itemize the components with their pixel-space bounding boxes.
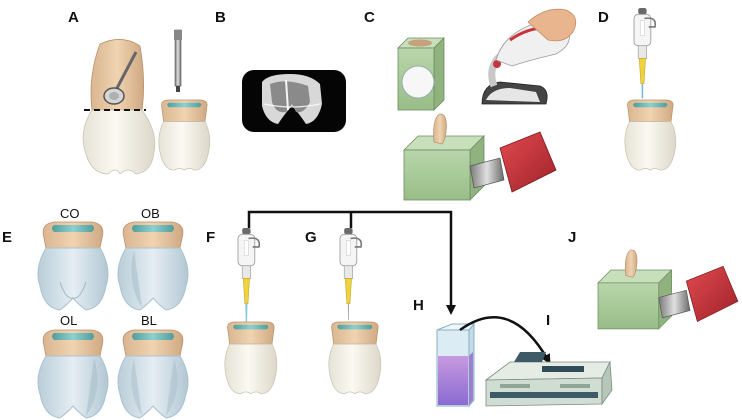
- section-label-ob: OB: [141, 206, 160, 221]
- panel-label-g: G: [305, 229, 317, 246]
- section-ol: [37, 329, 109, 419]
- mould-block: [397, 37, 445, 111]
- flow-connector: [247, 210, 456, 315]
- panel-j-illustration: [597, 249, 739, 330]
- arrow-to-spectrophotometer: [459, 316, 551, 365]
- tooth-prepared-d: [624, 99, 677, 171]
- section-bl: [117, 329, 189, 419]
- panel-f-illustration: [224, 227, 278, 395]
- light-cure-unit-icon: [481, 8, 577, 105]
- panel-label-d: D: [598, 9, 609, 26]
- dental-mirror-icon: [103, 51, 138, 105]
- section-label-bl: BL: [141, 313, 157, 328]
- bur-icon: [174, 29, 182, 92]
- panel-d-illustration: [624, 7, 677, 171]
- panel-h-cuvette: [436, 322, 476, 408]
- pipette-d-icon: [633, 7, 657, 99]
- panel-label-a: A: [68, 9, 79, 26]
- bonded-block-c: [403, 113, 557, 201]
- panel-label-h: H: [413, 297, 424, 314]
- panel-g-illustration: [328, 227, 382, 395]
- panel-label-f: F: [206, 229, 215, 246]
- panel-label-j: J: [568, 229, 576, 246]
- panel-label-e: E: [2, 229, 12, 246]
- section-ob: [117, 221, 189, 311]
- tooth-prepared-f: [224, 321, 278, 395]
- section-co: [37, 221, 109, 311]
- tooth-intact: [82, 39, 156, 175]
- panel-i-spectrophotometer: [484, 352, 613, 407]
- panel-label-c: C: [364, 9, 375, 26]
- pipette-f-icon: [237, 227, 261, 323]
- section-label-ol: OL: [60, 313, 77, 328]
- panel-a-illustration: [82, 29, 211, 175]
- panel-e-sections: CO OB OL BL: [37, 206, 189, 419]
- panel-b-ct-image: [242, 70, 346, 132]
- section-label-co: CO: [60, 206, 80, 221]
- panel-c-illustration: [397, 8, 577, 201]
- pipette-g-icon: [339, 227, 363, 321]
- panel-label-i: I: [546, 312, 550, 329]
- panel-label-b: B: [215, 9, 226, 26]
- tooth-prepared-a: [158, 99, 211, 171]
- tooth-prepared-g: [328, 321, 382, 395]
